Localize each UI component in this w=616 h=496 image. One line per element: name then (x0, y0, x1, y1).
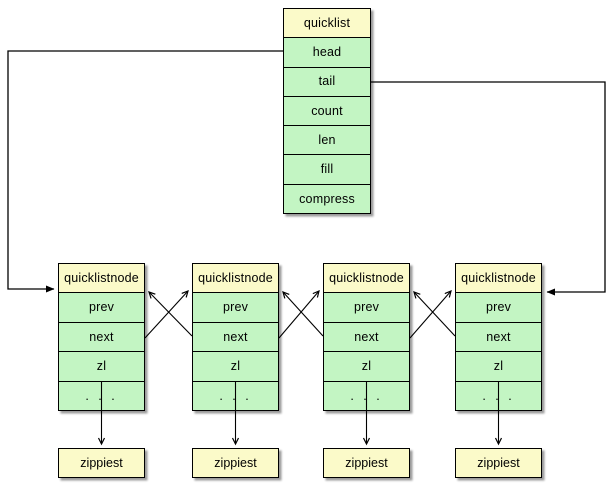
edge-node2-next-to-node3 (278, 291, 319, 339)
quicklist-table: quicklist head tail count len fill compr… (283, 8, 371, 214)
ziplist-box-2: zippiest (192, 448, 279, 478)
quicklistnode-1-field-ellipsis: . . . (59, 380, 144, 411)
quicklistnode-4-field-next: next (456, 321, 541, 352)
quicklist-field-len: len (284, 125, 370, 155)
edge-head-to-node1 (7, 50, 283, 293)
quicklistnode-1-title: quicklistnode (59, 264, 144, 293)
quicklistnode-2-field-next: next (193, 321, 278, 352)
quicklistnode-2-field-ellipsis: . . . (193, 380, 278, 411)
quicklist-field-tail: tail (284, 66, 370, 96)
quicklistnode-4-field-zl: zl (456, 351, 541, 381)
quicklistnode-table-1: quicklistnode prev next zl . . . (58, 263, 145, 411)
quicklistnode-2-title: quicklistnode (193, 264, 278, 293)
ziplist-box-4: zippiest (455, 448, 542, 478)
quicklistnode-3-field-zl: zl (324, 351, 409, 381)
quicklistnode-4-field-prev: prev (456, 292, 541, 322)
quicklistnode-2-field-zl: zl (193, 351, 278, 381)
ziplist-box-1: zippiest (58, 448, 145, 478)
quicklist-title: quicklist (284, 9, 370, 38)
quicklistnode-3-title: quicklistnode (324, 264, 409, 293)
quicklistnode-4-field-ellipsis: . . . (456, 380, 541, 411)
quicklistnode-1-field-zl: zl (59, 351, 144, 381)
edge-node4-prev-to-node3 (414, 292, 456, 337)
quicklist-field-count: count (284, 95, 370, 126)
quicklistnode-4-title: quicklistnode (456, 264, 541, 293)
quicklistnode-3-field-prev: prev (324, 292, 409, 322)
ziplist-box-3: zippiest (323, 448, 410, 478)
quicklistnode-2-field-prev: prev (193, 292, 278, 322)
quicklistnode-1-field-next: next (59, 321, 144, 352)
edge-node3-prev-to-node2 (283, 292, 324, 337)
quicklistnode-3-field-next: next (324, 321, 409, 352)
edge-node2-prev-to-node1 (149, 292, 193, 337)
edge-tail-to-node4 (371, 81, 606, 296)
quicklist-field-head: head (284, 37, 370, 67)
quicklistnode-3-field-ellipsis: . . . (324, 380, 409, 411)
quicklist-field-fill: fill (284, 154, 370, 184)
edge-node3-next-to-node4 (409, 291, 451, 339)
quicklistnode-table-4: quicklistnode prev next zl . . . (455, 263, 542, 411)
quicklist-field-compress: compress (284, 183, 370, 213)
edge-node1-next-to-node2 (144, 291, 188, 339)
quicklistnode-table-2: quicklistnode prev next zl . . . (192, 263, 279, 411)
quicklistnode-1-field-prev: prev (59, 292, 144, 322)
quicklistnode-table-3: quicklistnode prev next zl . . . (323, 263, 410, 411)
